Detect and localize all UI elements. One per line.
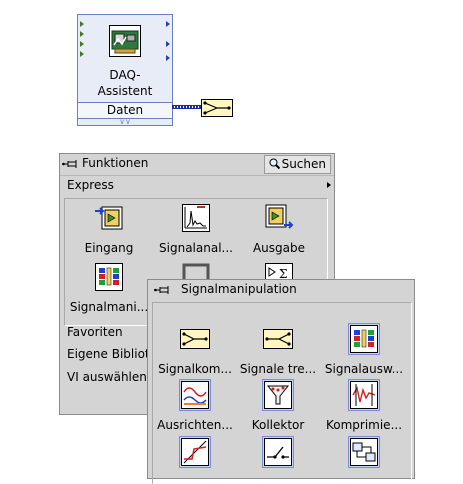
palette-item-compress-data[interactable]: Komprimie... [320, 379, 408, 432]
palette-item-switch-signals[interactable] [234, 436, 322, 470]
palette-item-align-resample[interactable]: Ausrichten... [151, 379, 239, 432]
split-signals-icon [263, 329, 293, 349]
category-label: Express [67, 178, 114, 192]
category-user-library[interactable]: Eigene Bibliot [60, 345, 334, 363]
arithmetic-icon: Σ [265, 263, 293, 282]
input-terminal-arrow [80, 51, 84, 57]
palette-titlebar[interactable]: Signalmanipulation [148, 280, 414, 299]
palette-item-select-signals[interactable]: Signalausw... [320, 323, 408, 376]
palette-item-label: Signalausw... [324, 362, 404, 376]
palette-item-label: Signalanal... [159, 241, 233, 255]
compress-data-icon [348, 379, 380, 411]
palette-item-label: Ausrichten... [157, 418, 233, 432]
magnifier-icon [269, 158, 280, 169]
dynamic-data-wire[interactable] [172, 105, 202, 109]
thumbtack-icon[interactable] [62, 160, 80, 168]
category-select-vi[interactable]: VI auswählen [60, 368, 334, 386]
svg-text:Σ: Σ [279, 267, 287, 281]
output-terminal-arrow [166, 21, 170, 27]
palette-item-input[interactable]: Eingang [65, 203, 153, 255]
output-terminal-arrow [166, 55, 170, 61]
search-button[interactable]: Suchen [263, 155, 331, 174]
signal-manipulation-palette: Signalmanipulation Signalkom... Signale … [147, 279, 415, 484]
category-label: VI auswählen [67, 370, 147, 384]
output-icon [265, 204, 294, 229]
palette-item-signal-analysis[interactable]: Signalanal... [152, 203, 240, 255]
select-signals-icon [348, 323, 380, 355]
palette-item-label: Ausgabe [252, 241, 306, 255]
palette-item-label: Signalmani... [69, 300, 149, 314]
data-output-terminal[interactable]: Daten [78, 102, 172, 119]
thumbtack-icon[interactable] [154, 286, 172, 294]
align-resample-icon [179, 379, 211, 411]
input-terminal-arrow [80, 31, 84, 37]
merge-signals-icon[interactable] [201, 99, 233, 117]
signal-manipulation-icon [95, 263, 123, 291]
palette-item-signal-manipulation[interactable]: Signalmani... [65, 262, 153, 314]
palette-item-label: Signalkom... [158, 362, 232, 376]
palette-item-split-signals[interactable]: Signale tre... [234, 324, 322, 376]
submenu-arrow-icon [327, 182, 331, 188]
category-express[interactable]: Express [60, 175, 334, 193]
convert-data-icon [348, 436, 380, 468]
expand-node-handle[interactable]: ∨∨ [119, 117, 131, 126]
search-label: Suchen [281, 157, 326, 171]
palette-title: Signalmanipulation [181, 282, 297, 296]
palette-item-output[interactable]: Ausgabe [235, 203, 323, 255]
palette-item-label: Eingang [84, 241, 134, 255]
output-terminal-arrow [166, 41, 170, 47]
daq-assistant-node[interactable]: DAQ- Assistent Daten ∨∨ [77, 14, 173, 126]
palette-item-collector[interactable]: Kollektor [234, 379, 322, 432]
merge-signals-icon [180, 329, 210, 349]
palette-item-label: Komprimie... [325, 418, 403, 432]
category-label: Favoriten [67, 325, 123, 339]
switch-signals-icon [262, 436, 294, 468]
node-title: DAQ- Assistent [97, 68, 153, 98]
palette-item-merge-signals[interactable]: Signalkom... [151, 324, 239, 376]
palette-title: Funktionen [82, 156, 149, 170]
palette-item-relay[interactable] [151, 436, 239, 470]
daq-board-icon [109, 25, 141, 57]
category-favorites[interactable]: Favoriten [60, 323, 334, 341]
relay-icon [179, 436, 211, 468]
input-terminal-arrow [80, 21, 84, 27]
input-terminal-arrow [80, 41, 84, 47]
collector-icon [262, 379, 294, 411]
input-icon [95, 206, 123, 230]
palette-item-arithmetic[interactable]: Σ [235, 262, 323, 295]
signal-analysis-icon [182, 204, 210, 232]
palette-item-label: Signale tre... [239, 362, 317, 376]
palette-item-convert-data[interactable] [320, 436, 408, 470]
category-label: Eigene Bibliot [67, 347, 150, 361]
palette-item-label: Kollektor [251, 418, 305, 432]
palette-titlebar[interactable]: Funktionen Suchen [60, 154, 334, 174]
